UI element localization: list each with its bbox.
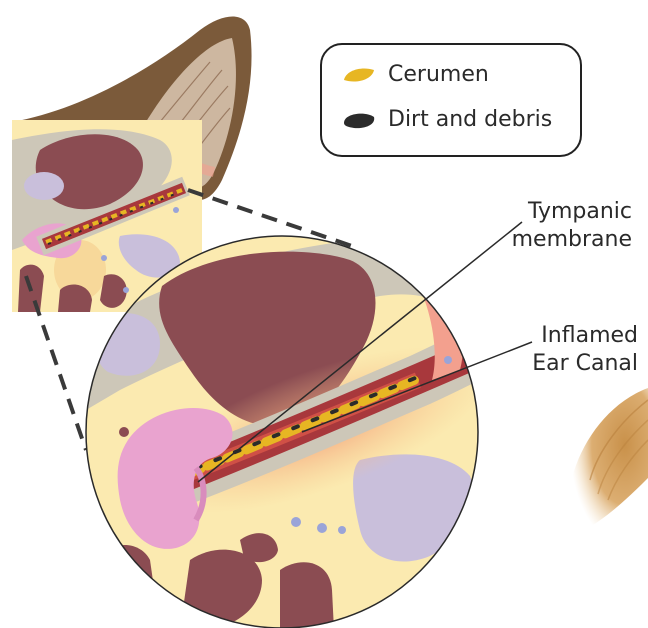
cerumen-swatch-icon [342,66,376,84]
legend-label-cerumen: Cerumen [388,62,489,87]
legend-item-cerumen: Cerumen [342,62,489,87]
tympanic-label-line2: membrane [488,226,632,254]
legend-label-debris: Dirt and debris [388,107,552,132]
tympanic-label-line1: Tympanic [488,198,632,226]
debris-swatch-icon [342,111,376,129]
canal-label-line1: Inflamed [508,322,638,350]
legend: Cerumen Dirt and debris [320,43,582,157]
dog-fur [570,388,648,530]
canal-label-line2: Ear Canal [508,350,638,378]
inflamed-canal-label: Inflamed Ear Canal [508,322,638,378]
legend-item-debris: Dirt and debris [342,107,552,132]
tympanic-membrane-label: Tympanic membrane [488,198,632,254]
